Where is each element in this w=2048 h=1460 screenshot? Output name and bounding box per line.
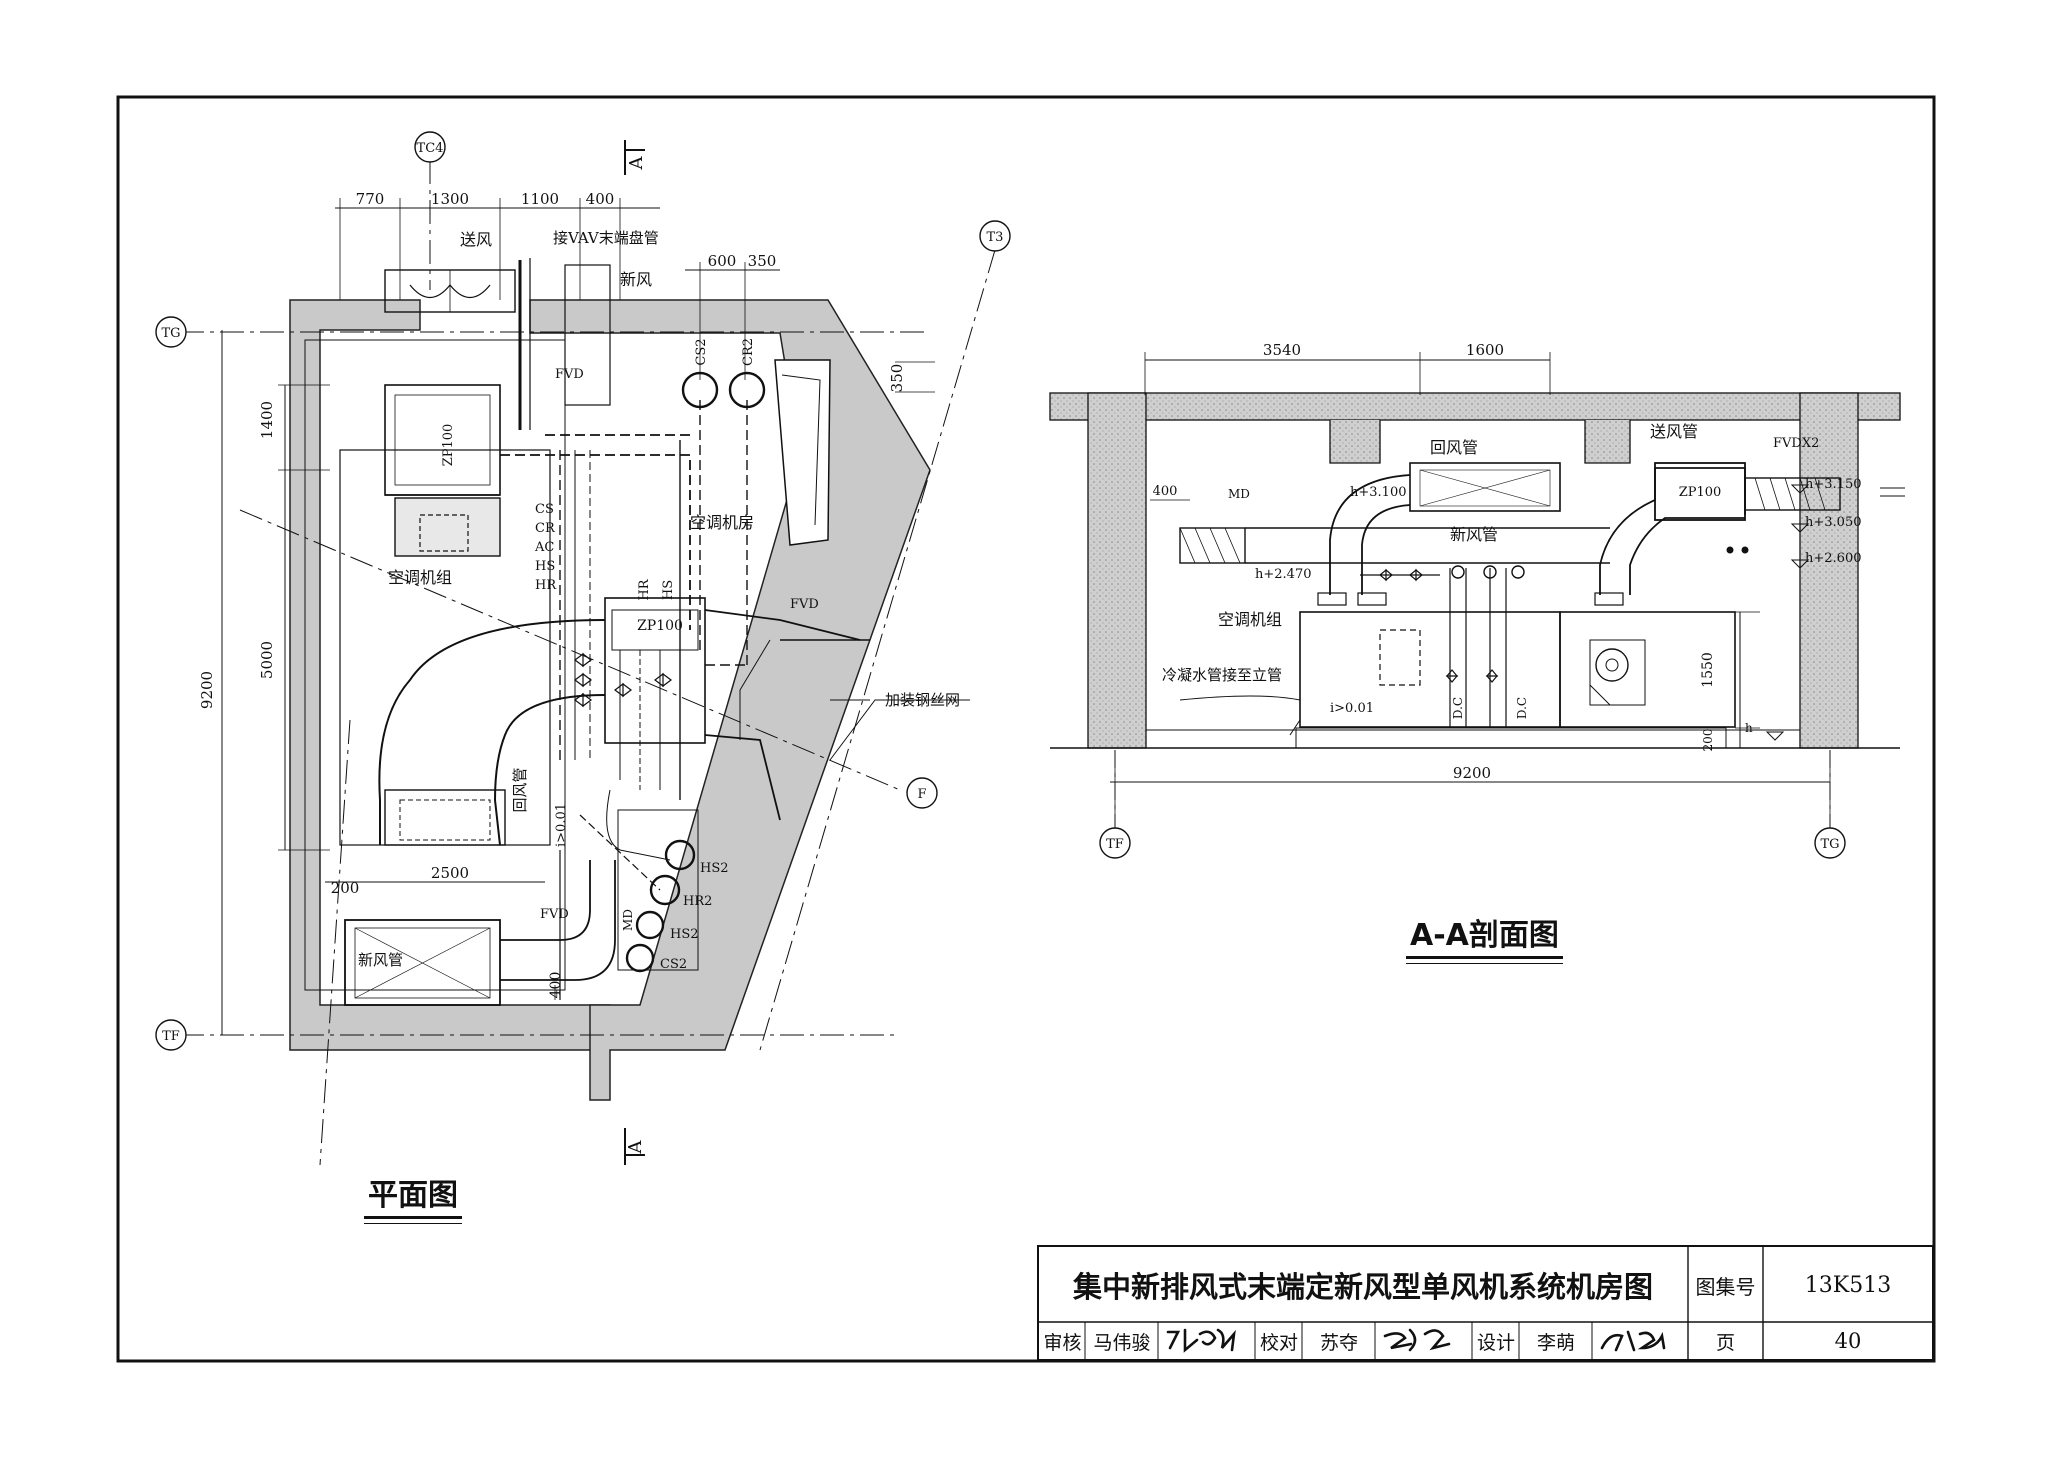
plan-caption: 平面图 <box>364 1170 462 1224</box>
label-supply-air: 送风 <box>460 230 492 249</box>
section-label-condensate: 冷凝水管接至立管 <box>1162 666 1282 684</box>
section-dim-9200: 9200 <box>1453 764 1491 782</box>
page-label: 页 <box>1715 1331 1735 1354</box>
section-mark-bottom: A <box>625 1140 646 1155</box>
label-md: MD <box>621 909 635 931</box>
section-label-supply-duct: 送风管 <box>1650 422 1698 441</box>
label-hs2-a: HS2 <box>700 861 729 876</box>
section-label-h3100: h+3.100 <box>1350 485 1406 500</box>
label-pipe-ac: AC <box>534 540 554 555</box>
label-fresh-air: 新风 <box>620 270 652 289</box>
plan-wall-left <box>289 299 611 1051</box>
page-number: 40 <box>1834 1329 1862 1353</box>
review-label: 审核 <box>1043 1331 1082 1354</box>
plan-axis-t3: T3 <box>987 230 1004 245</box>
dim-left-0: 1400 <box>258 401 276 439</box>
dim-top-1: 1300 <box>431 190 469 208</box>
label-fvd-1: FVD <box>555 367 584 382</box>
label-slope: i>0.01 <box>554 803 569 847</box>
label-mesh: 加装钢丝网 <box>885 691 960 709</box>
dim-bottom-1: 2500 <box>431 864 469 882</box>
dim-bottom-0: 200 <box>331 879 360 897</box>
label-pipe-cr: CR <box>535 521 556 536</box>
label-cs2-top: CS2 <box>694 338 709 365</box>
plan-wall-right <box>529 299 931 1101</box>
check-label: 校对 <box>1259 1331 1298 1354</box>
dim-top-3: 400 <box>586 190 615 208</box>
section-label-h: h <box>1745 721 1753 735</box>
section-axis-tf: TF <box>1106 837 1124 852</box>
section-label-dc-2: D.C <box>1515 697 1529 719</box>
dim-left-1: 5000 <box>258 641 276 679</box>
designer-name: 李萌 <box>1536 1331 1575 1354</box>
section-view <box>1049 352 1905 830</box>
dim-top-0: 770 <box>356 190 385 208</box>
section-label-h3050: h+3.050 <box>1805 515 1861 530</box>
section-label-ahu: 空调机组 <box>1218 610 1282 629</box>
section-label-md: MD <box>1228 487 1250 501</box>
plan-axis-tg: TG <box>161 326 180 341</box>
label-fvd-3: FVD <box>540 907 569 922</box>
drawing-title: 集中新排风式末端定新风型单风机系统机房图 <box>1072 1270 1653 1304</box>
label-cs2-b: CS2 <box>660 957 687 972</box>
section-dim-1550: 1550 <box>1700 652 1716 688</box>
label-zp100-a: ZP100 <box>441 424 456 467</box>
plan-view <box>180 140 996 1166</box>
label-hs2-b: HS2 <box>670 927 699 942</box>
label-hr2: HR2 <box>683 894 712 909</box>
section-dim-0: 3540 <box>1263 341 1301 359</box>
section-axis-tg: TG <box>1820 837 1839 852</box>
section-label-zp100: ZP100 <box>1679 485 1722 500</box>
dim-top-2: 1100 <box>521 190 559 208</box>
label-ahu: 空调机组 <box>388 568 452 587</box>
section-axis-bubbles <box>1099 827 1846 859</box>
title-block-grid <box>1037 1245 1934 1361</box>
label-zp100-b: ZP100 <box>637 618 683 634</box>
section-label-h2470: h+2.470 <box>1255 567 1311 582</box>
dim-top-4: 600 <box>708 252 737 270</box>
signatures <box>1166 1328 1666 1353</box>
plan-axis-tf: TF <box>162 1029 180 1044</box>
atlas-number: 13K513 <box>1804 1272 1892 1298</box>
section-label-fvdx2: FVDX2 <box>1773 436 1819 451</box>
plan-axis-f: F <box>917 787 926 802</box>
section-label-return-duct: 回风管 <box>1430 438 1478 457</box>
plan-axis-bubbles <box>155 131 1011 1051</box>
label-hr: HR <box>637 578 652 600</box>
section-label-fresh-duct: 新风管 <box>1450 525 1498 544</box>
section-mark-top: A <box>626 156 647 171</box>
label-fresh-duct: 新风管 <box>358 951 403 969</box>
design-label: 设计 <box>1476 1331 1515 1354</box>
label-pipe-hs: HS <box>535 559 555 574</box>
plan-axis-tc4: TC4 <box>417 141 444 156</box>
section-label-h2600: h+2.600 <box>1805 551 1861 566</box>
label-room: 空调机房 <box>690 513 754 532</box>
dim-350: 350 <box>888 364 906 393</box>
label-vav-branch: 接VAV末端盘管 <box>553 229 659 247</box>
section-label-slope: i>0.01 <box>1330 701 1374 716</box>
label-fvd-2: FVD <box>790 597 819 612</box>
label-cr2-top: CR2 <box>741 338 756 366</box>
label-pipe-cs: CS <box>535 502 554 517</box>
dim-left-2: 9200 <box>198 671 216 709</box>
section-caption: A-A剖面图 <box>1406 910 1563 964</box>
section-dim-200: 200 <box>1701 729 1715 752</box>
dim-bottom-2: 400 <box>548 972 564 999</box>
sheet-border <box>116 95 1936 1363</box>
section-label-h3150: h+3.150 <box>1805 477 1861 492</box>
atlas-label: 图集号 <box>1695 1274 1756 1299</box>
label-return-duct: 回风管 <box>511 767 529 812</box>
section-label-dc-1: D.C <box>1451 697 1465 719</box>
checker-name: 苏夺 <box>1319 1331 1358 1354</box>
reviewer-name: 马伟骏 <box>1093 1331 1151 1354</box>
dim-top-5: 350 <box>748 252 777 270</box>
label-pipe-hr: HR <box>535 578 557 593</box>
section-dim-1: 1600 <box>1466 341 1504 359</box>
section-dim-400: 400 <box>1153 484 1178 499</box>
label-hs: HS <box>661 580 676 600</box>
